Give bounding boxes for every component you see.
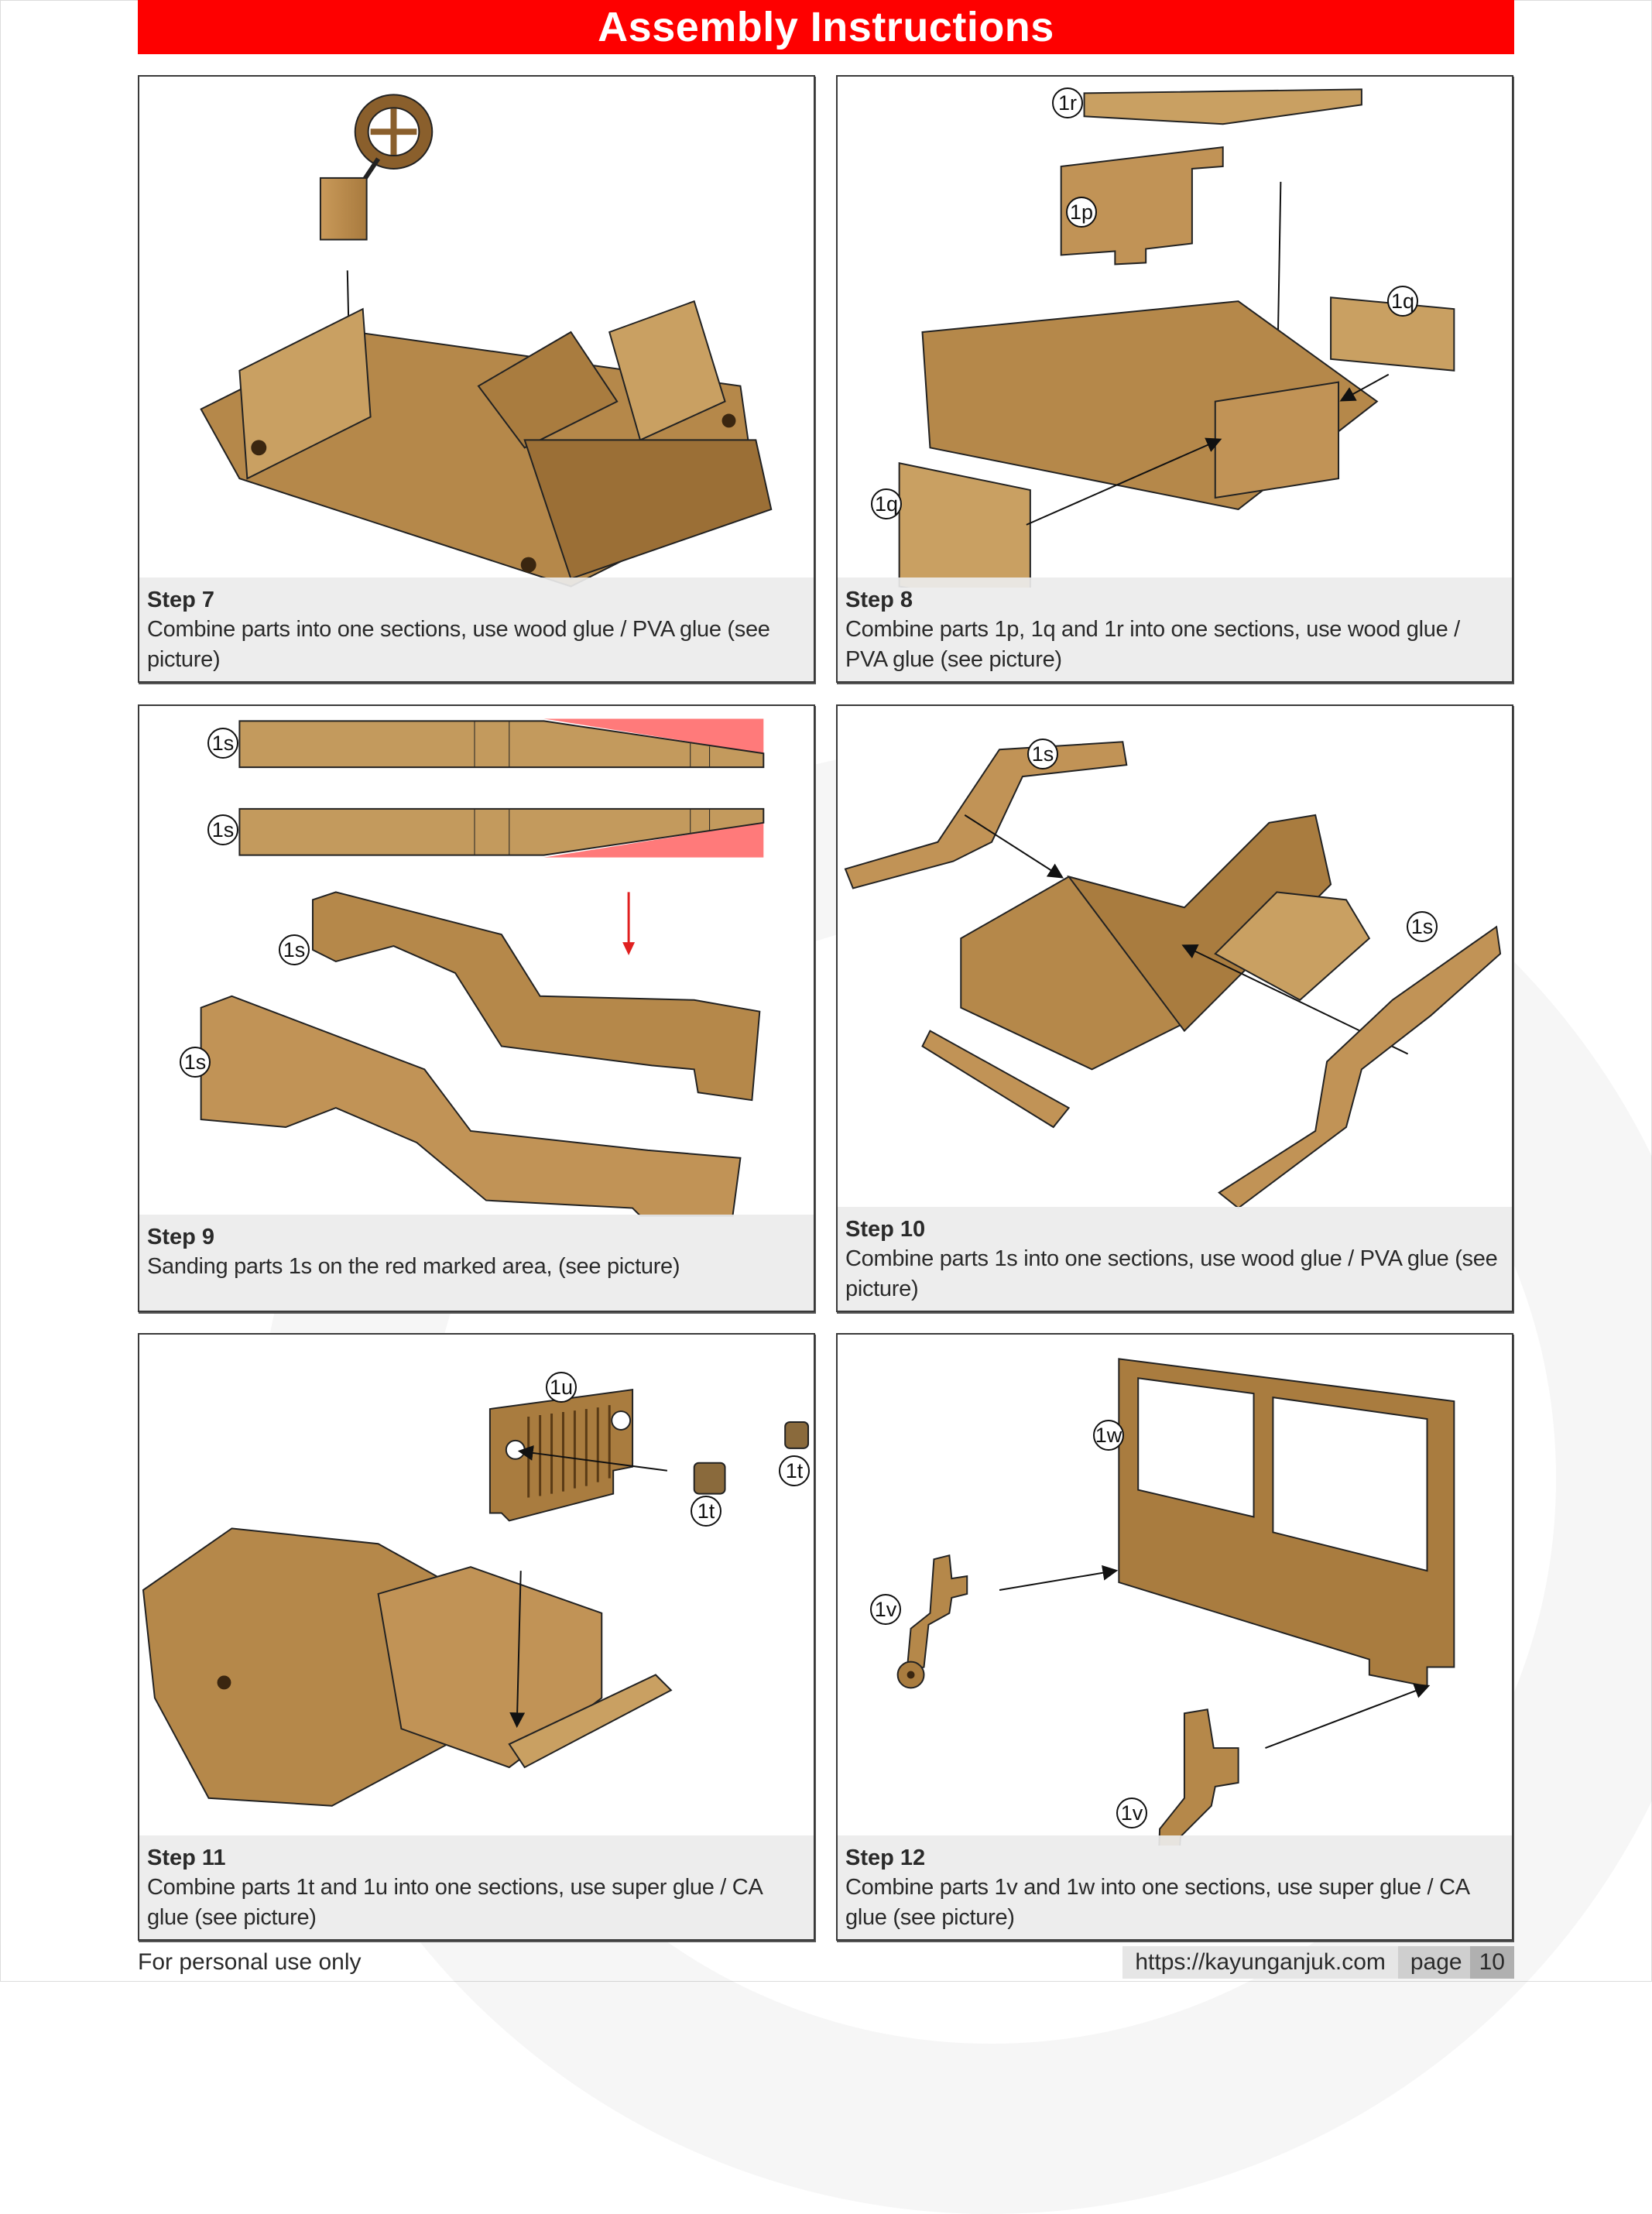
- step-11-panel: 1u 1t 1t Step 11 Combine parts 1t and 1u…: [138, 1333, 815, 1941]
- step-8-panel: 1r 1p 1q 1q Step 8 Combine parts 1p, 1q …: [836, 75, 1513, 683]
- page-number: 10: [1469, 1946, 1514, 1979]
- step-7-illustration: [200, 94, 773, 588]
- step-description: Sanding parts 1s on the red marked area,…: [147, 1254, 680, 1279]
- step-7-caption: Step 7 Combine parts into one sections, …: [139, 577, 814, 681]
- step-11-caption: Step 11 Combine parts 1t and 1u into one…: [139, 1835, 814, 1939]
- step-11-illustration: [142, 1389, 810, 1807]
- step-12-panel: 1w 1v 1v Step 12 Combine parts 1v and 1w…: [836, 1333, 1513, 1941]
- part-label-1v: 1v: [1116, 1798, 1147, 1828]
- part-label-1s: 1s: [279, 934, 310, 965]
- step-12-caption: Step 12 Combine parts 1v and 1w into one…: [838, 1835, 1512, 1939]
- step-title: Step 10: [845, 1217, 926, 1242]
- step-description: Combine parts 1t and 1u into one section…: [147, 1875, 762, 1930]
- part-label-1t: 1t: [779, 1455, 810, 1486]
- part-label-1s: 1s: [1407, 911, 1438, 942]
- step-9-caption: Step 9 Sanding parts 1s on the red marke…: [139, 1215, 814, 1311]
- part-label-1r: 1r: [1052, 87, 1083, 118]
- step-10-panel: 1s 1s Step 10 Combine parts 1s into one …: [836, 704, 1513, 1312]
- step-12-illustration: [896, 1358, 1455, 1846]
- step-title: Step 8: [845, 588, 913, 612]
- footer-page-info: https://kayunganjuk.com page 10: [1122, 1946, 1514, 1979]
- footer-disclaimer: For personal use only: [138, 1949, 362, 1975]
- step-10-illustration: [844, 741, 1502, 1209]
- part-label-1v: 1v: [870, 1594, 901, 1625]
- step-description: Combine parts into one sections, use woo…: [147, 617, 770, 672]
- step-8-illustration: [898, 88, 1455, 588]
- part-label-1p: 1p: [1066, 197, 1097, 228]
- step-title: Step 12: [845, 1846, 926, 1870]
- part-label-1q: 1q: [871, 488, 902, 519]
- step-description: Combine parts 1p, 1q and 1r into one sec…: [845, 617, 1460, 672]
- step-title: Step 9: [147, 1225, 215, 1249]
- part-label-1u: 1u: [546, 1372, 577, 1403]
- part-label-1w: 1w: [1093, 1420, 1124, 1451]
- step-title: Step 11: [147, 1846, 226, 1870]
- part-label-1s: 1s: [207, 814, 238, 845]
- step-7-panel: Step 7 Combine parts into one sections, …: [138, 75, 815, 683]
- step-description: Combine parts 1v and 1w into one section…: [845, 1875, 1469, 1930]
- part-label-1q: 1q: [1387, 286, 1418, 317]
- step-8-caption: Step 8 Combine parts 1p, 1q and 1r into …: [838, 577, 1512, 681]
- part-label-1s: 1s: [1027, 739, 1058, 769]
- part-label-1t: 1t: [691, 1496, 721, 1527]
- part-label-1s: 1s: [180, 1047, 211, 1078]
- step-10-caption: Step 10 Combine parts 1s into one sectio…: [838, 1207, 1512, 1311]
- page-label: page: [1397, 1946, 1470, 1979]
- step-title: Step 7: [147, 588, 215, 612]
- step-9-illustration: [200, 718, 765, 1217]
- step-9-panel: 1s 1s 1s 1s Step 9 Sanding parts 1s on t…: [138, 704, 815, 1312]
- website-link[interactable]: https://kayunganjuk.com: [1122, 1946, 1398, 1979]
- page-title: Assembly Instructions: [598, 4, 1054, 50]
- step-description: Combine parts 1s into one sections, use …: [845, 1246, 1498, 1301]
- page-header: Assembly Instructions: [138, 0, 1514, 54]
- part-label-1s: 1s: [207, 728, 238, 759]
